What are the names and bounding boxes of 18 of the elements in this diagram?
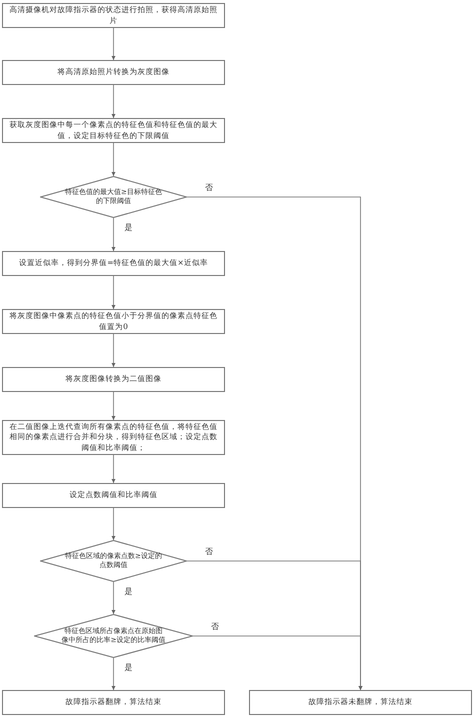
edge-label: 否 — [204, 184, 214, 192]
arrow — [112, 454, 116, 484]
edge-label: 是 — [124, 224, 134, 232]
edge-label: 是 — [124, 588, 134, 596]
edge-label: 是 — [124, 664, 134, 672]
arrow — [112, 392, 116, 420]
arrow — [112, 658, 116, 690]
arrow — [112, 276, 116, 310]
arrow — [112, 84, 116, 118]
arrow — [112, 142, 116, 176]
arrow — [192, 636, 362, 690]
arrow — [112, 334, 116, 368]
arrow — [112, 508, 116, 540]
arrow — [112, 218, 116, 252]
edge-label: 否 — [210, 623, 220, 631]
edge-label: 否 — [204, 548, 214, 556]
arrow — [112, 582, 116, 614]
arrow — [112, 28, 116, 60]
